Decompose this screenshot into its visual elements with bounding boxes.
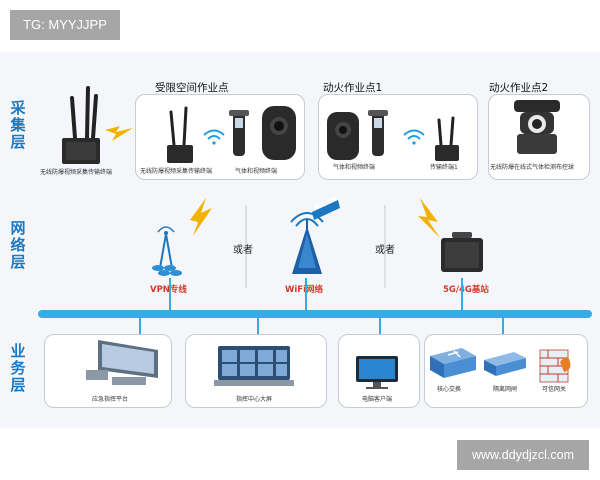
vpn-label: VPN专线 [150,285,187,295]
gas-detector-icon [229,110,249,156]
section-title-hot-work-1: 动火作业点1 [323,82,383,94]
watermark-bottom: www.ddydjzcl.com [457,440,589,470]
caption-gas-video-1: 气体和视频终端 [235,168,278,175]
command-platform-icon [86,340,158,385]
base-station-label: 5G/4G基站 [443,285,489,295]
watermark-top: TG: MYYJJPP [10,10,120,40]
pc-monitor-icon [356,356,398,389]
caption-gateway: 可信网关 [542,386,567,393]
collection-devices [62,86,560,164]
lightning-icon-vpn [190,198,212,236]
caption-core-switch: 核心交换 [437,386,462,393]
caption-terminal-main: 无线防爆视频采集传输终端 [40,169,113,176]
frame-pc-client [338,334,420,408]
core-switch-icon [430,348,476,378]
firewall-icon [539,349,571,383]
layer-label-network: 网 络 层 [10,219,26,271]
transmit-terminal-icon [435,116,459,161]
wifi-network-label: WiFi网络 [285,285,324,295]
terminal-main-icon [62,86,100,164]
wifi-tower-icon [290,200,340,274]
caption-command-platform: 应急指挥平台 [92,396,129,403]
lightning-icon-base [418,198,440,238]
base-station-icon [441,232,483,272]
ptz-camera-icon-1 [262,106,296,160]
terminal-inner-icon [167,106,193,163]
caption-center-screen: 指挥中心大屏 [236,396,273,403]
caption-isolation: 隔离网闸 [493,386,518,393]
lightning-icon [105,126,133,141]
section-title-hot-work-2: 动火作业点2 [489,82,549,94]
layer-label-business: 业 务 层 [10,342,26,394]
gas-detector-icon-2 [368,110,388,156]
caption-gas-video-2: 气体和视频终端 [333,164,376,171]
business-devices [86,340,571,389]
network-bus [38,278,592,338]
network-drawing [152,198,483,288]
caption-transmit-terminal: 传输终端1 [430,164,458,171]
section-title-confined-space: 受限空间作业点 [155,82,229,94]
caption-terminal-inner: 无线防爆视频采集传输终端 [140,168,213,175]
caption-pc-client: 电脑客户端 [362,396,393,403]
caption-ptz-terminal: 无线防爆在线式气体检测布控球 [490,164,575,171]
vpn-tower-icon [152,226,182,276]
wifi-signal-icon [203,129,225,145]
or-label-2: 或者 [375,245,395,256]
wifi-signal-icon-2 [403,129,425,145]
center-screen-icon [214,346,294,386]
ptz-camera-icon-2 [327,112,359,160]
isolation-gateway-icon [484,352,526,376]
layer-label-collect: 采 集 层 [10,99,26,151]
or-label-1: 或者 [233,245,253,256]
dome-camera-icon [514,100,560,154]
